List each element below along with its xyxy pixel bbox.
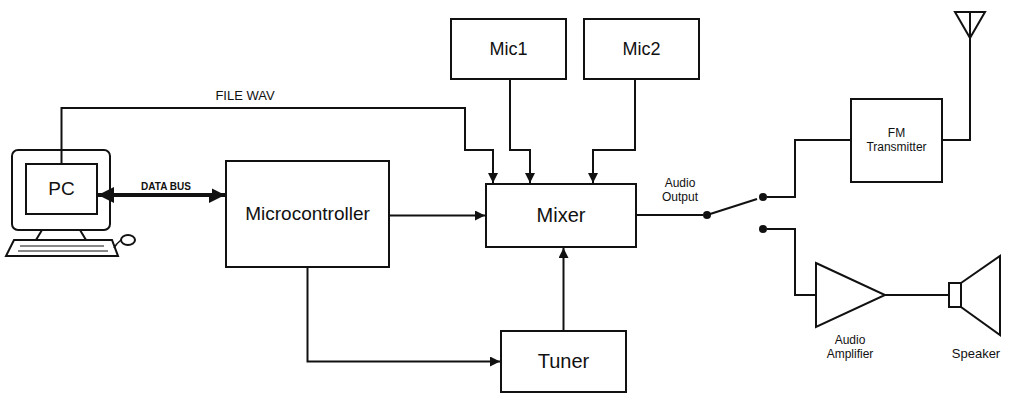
tuner-box: Tuner [500,330,627,393]
output-wire [637,214,703,216]
signal-connector [390,215,485,217]
amplifier-outline [815,262,885,328]
node-text: Microcontroller [245,203,370,225]
signal-label: FILE WAV [190,89,300,104]
node-text: Mic2 [622,39,660,60]
switch-contact [703,211,711,219]
switch-blade [707,199,757,215]
controller-box: Microcontroller [225,160,390,268]
input-box: Mic1 [450,18,567,80]
speaker-symbol: Speaker [948,255,1004,362]
speaker-magnet [949,283,961,307]
switch-contact [759,225,767,233]
amplifier-triangle [816,263,885,327]
data-bus-arrow [98,193,225,197]
signal-connector [510,80,530,183]
amplifier-symbol: Audio Amplifier [815,262,885,362]
switch-contact [759,193,767,201]
switch-wire [767,140,850,197]
antenna-symbol [955,12,985,38]
node-text: Tuner [538,350,590,373]
speaker-outline [948,255,1004,337]
output-label: Audio Output [650,177,710,205]
monitor-stand [36,230,86,240]
signal-connector [563,248,565,330]
signal-connector [885,294,948,296]
pc-screen: PC [25,163,98,215]
signal-connector [593,80,635,183]
mouse-cord [114,240,121,248]
node-text: Mic1 [489,39,527,60]
node-text: Audio Amplifier [817,334,883,362]
computer-icon [6,150,135,256]
transmitter-box: FM Transmitter [850,98,943,183]
bus-label: DATA BUS [120,181,212,193]
mouse-icon [121,235,135,245]
node-text: Mixer [537,204,586,227]
speaker-cone [961,256,1000,335]
keyboard-outline [6,240,118,256]
node-text: Speaker [952,347,1000,362]
keyboard-keys [18,246,108,251]
node-text: PC [48,178,74,200]
switch-wire [767,229,815,295]
node-text: FM Transmitter [861,127,933,155]
input-box: Mic2 [583,18,700,80]
switch-contacts [703,193,767,233]
mixer-box: Mixer [485,183,637,248]
signal-connector [308,268,501,362]
